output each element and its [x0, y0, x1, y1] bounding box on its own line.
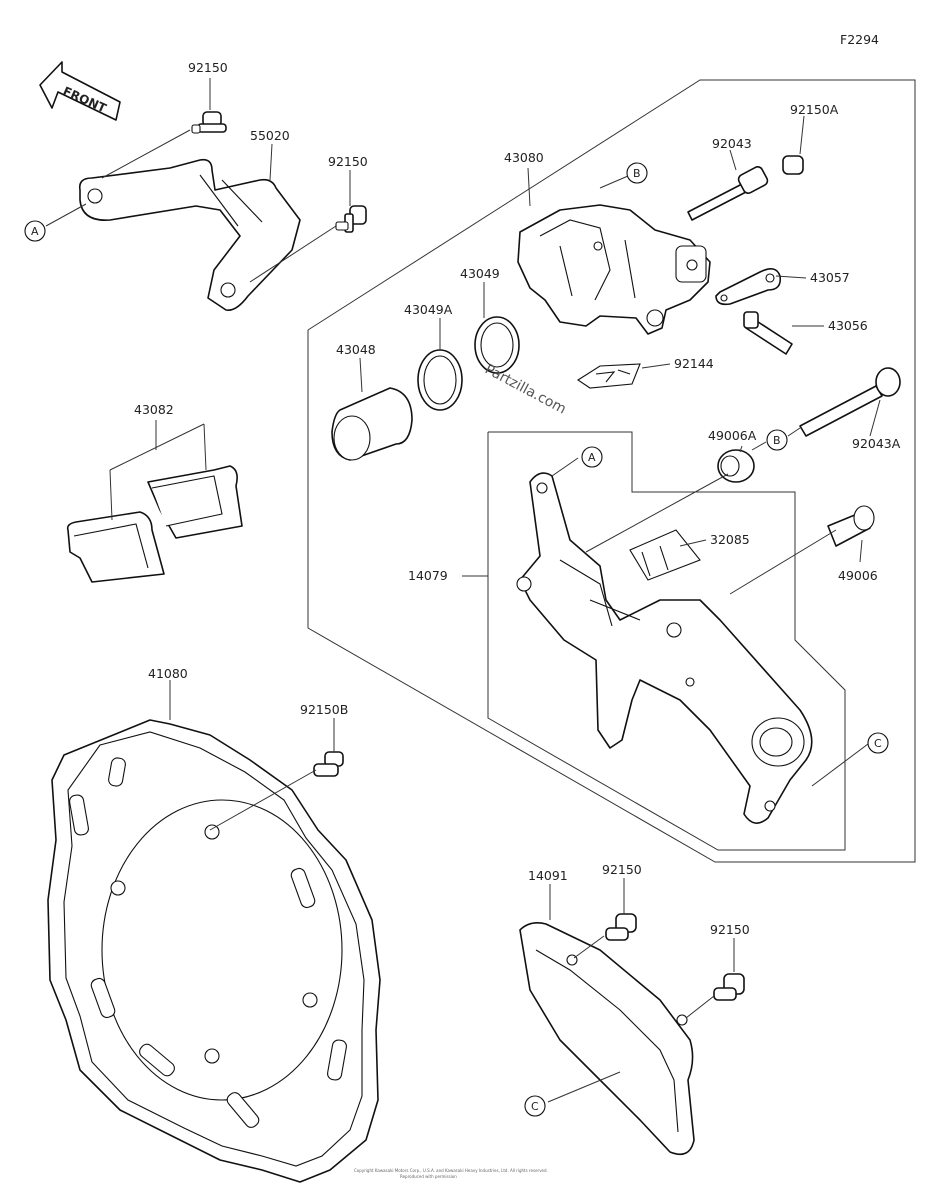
callout-92150: 92150 [188, 60, 228, 75]
callout-43080: 43080 [504, 150, 544, 165]
pad-spring-32085 [629, 529, 701, 581]
spring-92144 [576, 363, 641, 389]
callout-32085: 32085 [710, 532, 750, 547]
callout-92043a: 92043A [852, 436, 901, 451]
pin-92043 [687, 166, 769, 221]
leader-lines [45, 78, 881, 1103]
callout-43057: 43057 [810, 270, 850, 285]
svg-text:B: B [633, 167, 641, 180]
ref-marker-c-guard: C [524, 1095, 546, 1117]
diagram-id: F2294 [840, 32, 879, 47]
ref-marker-a-left: A [24, 220, 46, 242]
callout-49006a: 49006A [708, 428, 757, 443]
bolt-92150-guard-2 [713, 973, 745, 1001]
callout-41080: 41080 [148, 666, 188, 681]
caliper-group-boundary [307, 79, 916, 863]
callout-14091: 14091 [528, 868, 568, 883]
bolt-92150-top [191, 111, 227, 134]
disc-guard-14091 [519, 922, 695, 1156]
bolt-92150-bracket [335, 205, 367, 233]
pin-92043a [799, 367, 901, 437]
ref-marker-a-bracket: A [581, 446, 603, 468]
callout-92150b: 92150B [300, 702, 348, 717]
callout-43056: 43056 [828, 318, 868, 333]
bleeder-valve-43056 [743, 311, 793, 355]
ref-marker-b-caliper: B [626, 162, 648, 184]
ref-marker-c-bracket: C [867, 732, 889, 754]
cap-92150a [782, 155, 804, 175]
callout-43049a: 43049A [404, 302, 453, 317]
callout-92150: 92150 [602, 862, 642, 877]
callout-55020: 55020 [250, 128, 290, 143]
svg-text:C: C [531, 1100, 539, 1113]
brake-disc-41080 [47, 719, 381, 1183]
piston-43048 [331, 387, 413, 461]
brake-pads-43082 [66, 465, 243, 583]
caliper-bracket-14079 [516, 472, 813, 824]
footer-copyright: Copyright Kawasaki Motors Corp., U.S.A. … [354, 1168, 548, 1173]
bolt-92150b [313, 751, 344, 777]
bush-49006 [827, 505, 875, 547]
callout-92150: 92150 [710, 922, 750, 937]
bracket-55020 [78, 158, 301, 312]
bleeder-plate-43057 [715, 268, 782, 306]
callout-92150a: 92150A [790, 102, 839, 117]
bracket-group-boundary [487, 431, 846, 851]
callout-43048: 43048 [336, 342, 376, 357]
footer-permission: Reproduced with permission [400, 1174, 457, 1179]
front-arrow-icon: FRONT [39, 61, 121, 121]
callout-14079: 14079 [408, 568, 448, 583]
callout-92150: 92150 [328, 154, 368, 169]
svg-text:A: A [588, 451, 596, 464]
callout-43049: 43049 [460, 266, 500, 281]
svg-text:C: C [874, 737, 882, 750]
callout-43082: 43082 [134, 402, 174, 417]
callout-92043: 92043 [712, 136, 752, 151]
ref-marker-b-pin: B [766, 429, 788, 451]
bush-49006a [717, 449, 755, 483]
svg-text:B: B [773, 434, 781, 447]
caliper-body-43080 [517, 204, 711, 335]
callout-49006: 49006 [838, 568, 878, 583]
callout-92144: 92144 [674, 356, 714, 371]
svg-text:A: A [31, 225, 39, 238]
bolt-92150-guard-1 [605, 913, 637, 941]
watermark: Partzilla.com [482, 361, 569, 417]
